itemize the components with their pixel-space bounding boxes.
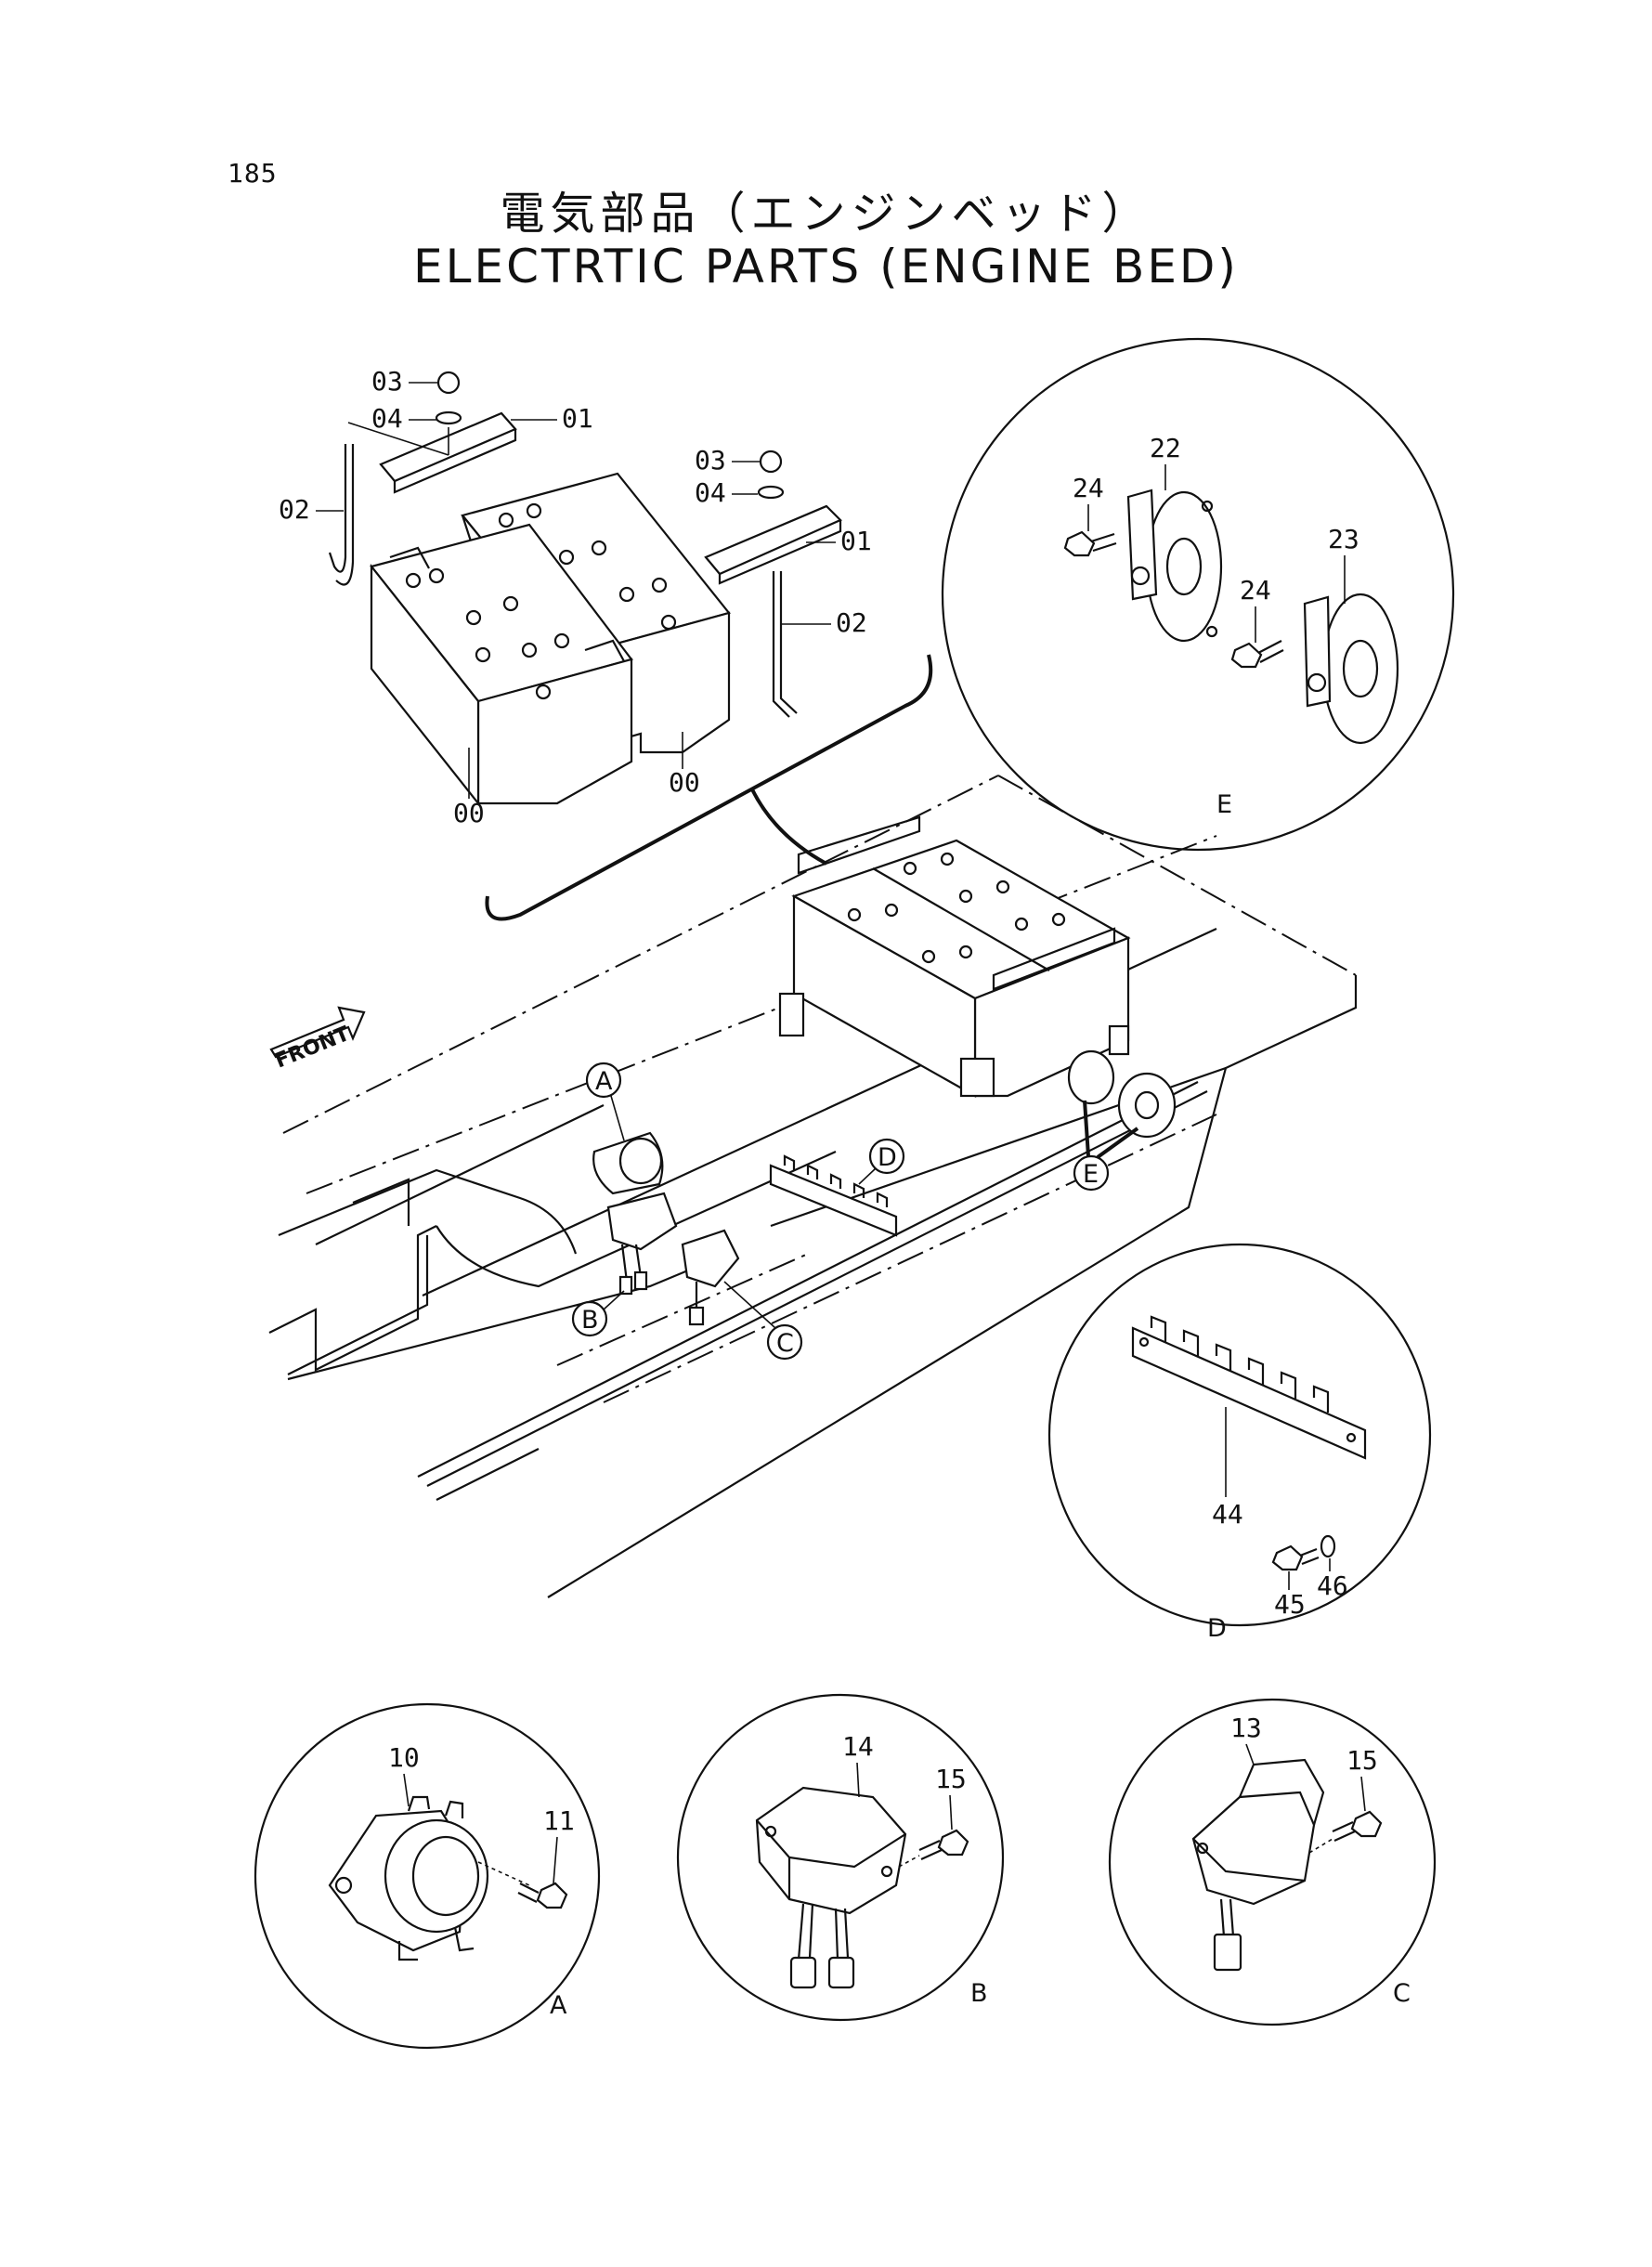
label-bolt-left: 02 [279, 494, 310, 525]
label-part-14: 14 [842, 1731, 874, 1762]
detail-a-label: A [550, 1991, 567, 2020]
detail-e: 22 23 24 24 E [941, 337, 1455, 852]
title-english: ELECTRTIC PARTS (ENGINE BED) [413, 240, 1239, 293]
label-plate-44: 44 [1212, 1499, 1243, 1530]
label-battery-right: 00 [669, 767, 700, 798]
nut-right [759, 449, 783, 474]
horn-22 [1145, 490, 1223, 643]
nut-left [436, 371, 461, 395]
terminal-plate-44 [1131, 1326, 1367, 1460]
label-bolt-15-b: 15 [935, 1764, 967, 1794]
detail-b: 14 15 B [676, 1693, 1005, 2022]
callout-b: B [581, 1306, 599, 1335]
bolt-45 [1271, 1544, 1320, 1571]
exploded-battery-view: 03 04 01 02 03 04 01 02 00 00 [279, 366, 933, 921]
front-arrow: FRONT [269, 1006, 366, 1074]
label-battery-left: 00 [453, 798, 485, 828]
detail-d-label: D [1207, 1614, 1227, 1643]
callout-d: D [878, 1143, 897, 1172]
battery-left [370, 523, 633, 807]
bolt-right [772, 571, 798, 718]
detail-d: 44 45 46 D [1047, 1243, 1432, 1643]
label-bolt-right: 02 [836, 607, 867, 638]
callout-c: C [776, 1329, 794, 1358]
label-washer-left: 04 [371, 403, 403, 434]
bolt-left [328, 444, 355, 586]
installed-part-b [606, 1192, 678, 1251]
bolt-24-b [1230, 640, 1284, 669]
part-14 [755, 1786, 907, 1915]
washer-46 [1320, 1534, 1336, 1558]
label-part-10: 10 [388, 1742, 420, 1773]
bolt-24-a [1063, 530, 1117, 557]
washer-left [435, 410, 462, 425]
bolt-15-b [918, 1829, 969, 1861]
installed-horn-2 [1117, 1072, 1177, 1139]
label-bolt-24-b: 24 [1240, 575, 1271, 606]
part-13 [1191, 1791, 1316, 1906]
label-washer-right: 04 [695, 477, 726, 508]
washer-right [757, 485, 785, 500]
title-japanese: 電気部品（エンジンベッド） [500, 188, 1152, 240]
detail-e-label: E [1216, 790, 1232, 819]
detail-c: 13 15 C [1108, 1698, 1437, 2026]
label-nut-left: 03 [371, 366, 403, 397]
label-bolt-15-c: 15 [1346, 1745, 1378, 1776]
callout-e: E [1083, 1160, 1099, 1189]
front-label: FRONT [272, 1023, 353, 1074]
installed-terminal-bar [769, 1164, 898, 1237]
label-part-13: 13 [1230, 1713, 1262, 1743]
bolt-15-c [1332, 1810, 1383, 1843]
label-bolt-11: 11 [543, 1805, 575, 1836]
detail-b-label: B [970, 1979, 988, 2008]
detail-a: 10 11 A [254, 1702, 601, 2050]
label-bolt-45: 45 [1274, 1589, 1306, 1620]
horn-23 [1321, 593, 1399, 745]
label-bracket-left: 01 [562, 403, 593, 434]
page-number: 185 [228, 158, 278, 189]
detail-c-label: C [1393, 1979, 1411, 2008]
label-bolt-24-a: 24 [1073, 473, 1104, 503]
label-bracket-right: 01 [840, 526, 872, 556]
engine-bed-frame: FRONT A D B C E [268, 775, 1358, 1598]
label-nut-right: 03 [695, 445, 726, 476]
callout-a: A [595, 1067, 613, 1096]
bolt-11 [517, 1882, 568, 1909]
installed-part-c [681, 1229, 740, 1288]
installed-horn-1 [1067, 1049, 1115, 1105]
label-horn-22: 22 [1150, 433, 1181, 463]
label-horn-23: 23 [1328, 524, 1359, 554]
label-washer-46: 46 [1317, 1570, 1348, 1601]
